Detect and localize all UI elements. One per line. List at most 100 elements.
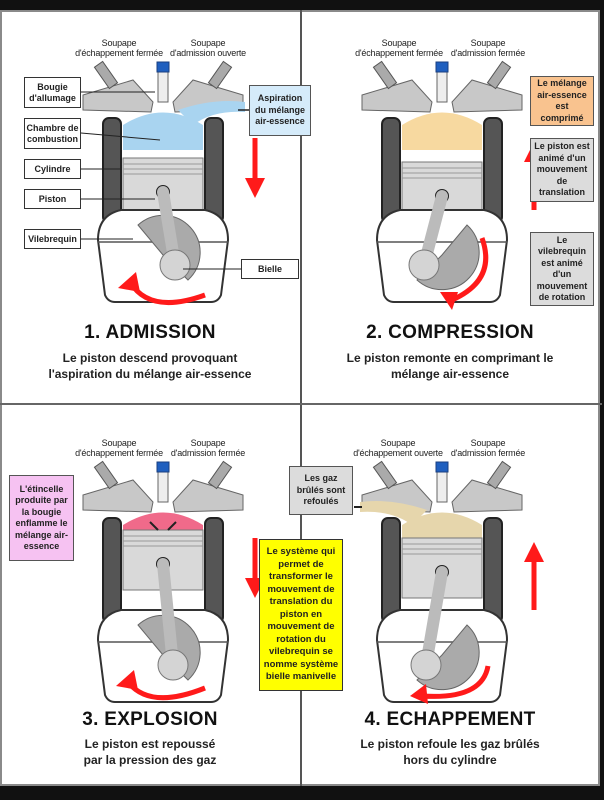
step-title: 4. ECHAPPEMENT — [364, 709, 536, 730]
label-leader-line — [80, 132, 161, 141]
rotation-arrow-head — [118, 272, 140, 292]
cylinder-head-left — [82, 79, 154, 113]
engine-illustration — [80, 60, 265, 306]
description-line: Le piston est repoussé — [84, 737, 216, 751]
step-description: Le piston est repoussé par la pression d… — [0, 736, 300, 768]
translation-arrow-shaft — [531, 560, 537, 610]
panel-compression: Soupape d'échappement fermée Soupape d'a… — [302, 10, 602, 403]
step-title: 3. EXPLOSION — [82, 709, 218, 730]
translation-arrow-head-up — [524, 542, 544, 562]
rotation-arrow-head — [410, 684, 428, 704]
rotation-arrow-head — [116, 670, 138, 690]
connecting-rod — [420, 566, 448, 671]
description-line: Le piston remonte en comprimant le — [346, 351, 554, 365]
valve-label-line: d'admission fermée — [450, 448, 526, 458]
intake-valve-spring — [207, 60, 233, 90]
cylinder-wall-left — [102, 117, 122, 224]
exhaust-valve-label: Soupape d'échappement ouverte — [352, 438, 444, 458]
spark-plug-cap — [156, 61, 170, 73]
spark-flame-icon — [149, 521, 177, 531]
crankpin — [159, 249, 191, 281]
valve-label-line: Soupape — [381, 38, 417, 48]
label-spark-plug: Bougie d'allumage — [24, 77, 81, 108]
description-line: l'aspiration du mélange air-essence — [48, 367, 252, 381]
label-cylinder: Cylindre — [24, 159, 81, 179]
cylinder-wall-right — [204, 117, 224, 224]
valve-label-line: d'échappement fermée — [75, 48, 163, 58]
spark-plug-body — [157, 467, 169, 503]
valve-label-line: Soupape — [380, 438, 416, 448]
spark-plug-body — [436, 467, 448, 503]
connecting-rod — [157, 558, 179, 671]
valve-label-line: Soupape — [190, 38, 226, 48]
translation-arrow-head-down — [245, 178, 265, 198]
cylinder-head-right — [172, 479, 244, 513]
note-mixture-compressed: Le mélange air-essence est comprimé — [530, 76, 594, 126]
cylinder-head-left — [361, 79, 433, 113]
description-line: Le piston refoule les gaz brûlés — [360, 737, 540, 751]
note-piston-translation: Le piston est animé d'un mouvement de tr… — [530, 138, 594, 202]
panel-explosion: Soupape d'échappement fermée Soupape d'a… — [0, 405, 300, 798]
valve-label-line: Soupape — [470, 438, 506, 448]
exhaust-valve-label: Soupape d'échappement fermée — [354, 38, 444, 58]
intake-port-flow — [178, 101, 245, 125]
panel-exhaust: Soupape d'échappement ouverte Soupape d'… — [289, 405, 602, 798]
intake-valve-spring — [207, 460, 233, 490]
description-line: hors du cylindre — [403, 753, 497, 767]
cylinder-wall-right — [483, 117, 503, 224]
rotation-arrow-head — [440, 292, 458, 310]
rotation-arrow — [421, 665, 491, 699]
valve-label-line: Soupape — [470, 38, 506, 48]
translation-arrow-shaft — [252, 138, 258, 180]
exhaust-port-flow — [360, 501, 427, 525]
crankpin — [157, 649, 189, 681]
intake-valve-label: Soupape d'admission fermée — [166, 438, 250, 458]
exhaust-valve-label: Soupape d'échappement fermée — [74, 38, 164, 58]
spark-plug-body — [157, 67, 169, 103]
cylinder-head-right — [451, 79, 523, 113]
cylinder-wall-right — [483, 517, 503, 624]
description-line: par la pression des gaz — [83, 753, 217, 767]
crankpin — [408, 249, 440, 281]
rotation-arrow — [450, 237, 489, 303]
intake-valve-spring — [486, 460, 512, 490]
step-title: 1. ADMISSION — [84, 322, 216, 343]
note-burnt-gas-expelled: Les gaz brûlés sont refoulés — [289, 466, 353, 515]
cylinder-head-left — [82, 479, 154, 513]
cylinder-wall-right — [204, 517, 224, 624]
description-line: Le piston descend provoquant — [62, 351, 238, 365]
cylinder-wall-left — [102, 517, 122, 624]
exhaust-valve-spring — [93, 460, 119, 490]
valve-label-line: Soupape — [101, 438, 137, 448]
valve-label-line: d'échappement fermée — [75, 448, 163, 458]
exhaust-valve-spring — [93, 60, 119, 90]
combustion-chamber-gas — [123, 112, 203, 150]
intake-valve-label: Soupape d'admission fermée — [446, 38, 530, 58]
spark-plug-cap — [435, 61, 449, 73]
intake-valve-label: Soupape d'admission ouverte — [166, 38, 250, 58]
engine-illustration — [354, 460, 544, 704]
note-crank-mechanism: Le système qui permet de transformer le … — [259, 539, 343, 691]
panel-admission: Soupape d'échappement fermée Soupape d'a… — [0, 10, 311, 403]
exhaust-valve-spring — [372, 60, 398, 90]
valve-label-line: d'admission ouverte — [170, 48, 246, 58]
combustion-chamber-gas — [402, 112, 482, 150]
exhaust-valve-label: Soupape d'échappement fermée — [74, 438, 164, 458]
spark-plug-cap — [435, 461, 449, 473]
valve-label-line: d'admission fermée — [170, 448, 246, 458]
valve-label-line: d'admission fermée — [450, 48, 526, 58]
spark-plug-body — [436, 67, 448, 103]
vertical-divider — [300, 10, 302, 786]
description-line: mélange air-essence — [390, 367, 510, 381]
valve-label-line: Soupape — [190, 438, 226, 448]
note-intake-aspiration: Aspiration du mélange air-essence — [249, 85, 311, 136]
engine-illustration — [361, 60, 544, 310]
note-crankshaft-rotation: Le vilebrequin est animé d'un mouvement … — [530, 232, 594, 306]
step-title: 2. COMPRESSION — [366, 322, 534, 343]
horizontal-divider — [0, 403, 602, 405]
exhaust-valve-spring — [372, 460, 398, 490]
valve-label-line: d'échappement fermée — [355, 48, 443, 58]
cylinder-wall-left — [381, 117, 401, 224]
step-description: Le piston descend provoquant l'aspiratio… — [0, 350, 300, 382]
intake-valve-label: Soupape d'admission fermée — [446, 438, 530, 458]
